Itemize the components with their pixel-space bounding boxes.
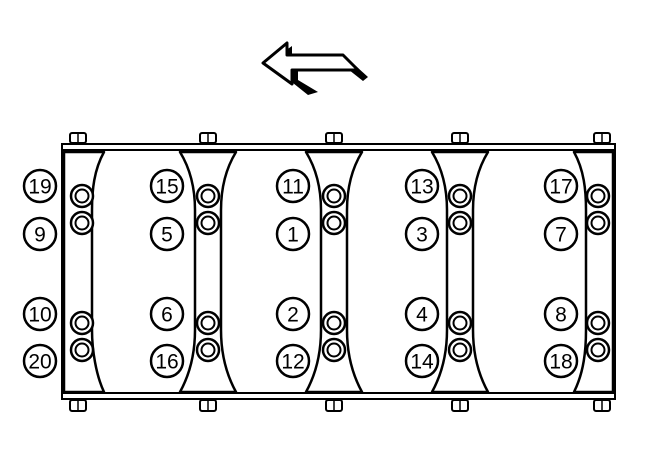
cap-bolt [69, 310, 95, 336]
sequence-number: 17 [549, 176, 572, 199]
cap-bolt [321, 337, 347, 363]
sequence-number: 10 [28, 304, 51, 327]
edge-bolt-top [451, 132, 469, 144]
cap-bolt [69, 183, 95, 209]
cap-bolt [585, 337, 611, 363]
sequence-number: 6 [161, 304, 173, 327]
sequence-marker: 12 [275, 343, 311, 379]
sequence-marker: 15 [149, 168, 185, 204]
cap-bolt [321, 210, 347, 236]
edge-bolt-bottom [325, 399, 343, 412]
edge-bolt-top [199, 132, 217, 144]
cap-bolt [321, 183, 347, 209]
edge-bolt-bottom [451, 399, 469, 412]
sequence-marker: 1 [275, 216, 311, 252]
cap-bolt [585, 310, 611, 336]
sequence-number: 1 [287, 224, 299, 247]
sequence-number: 2 [287, 304, 299, 327]
sequence-number: 5 [161, 224, 173, 247]
sequence-marker: 7 [543, 216, 579, 252]
sequence-number: 20 [28, 351, 51, 374]
sequence-number: 12 [281, 351, 304, 374]
sequence-number: 3 [416, 224, 428, 247]
direction-arrow-icon [261, 41, 368, 95]
bearing-cap [178, 150, 238, 394]
cap-bolt [585, 183, 611, 209]
cap-bolt [195, 210, 221, 236]
edge-bolts-top [69, 132, 611, 144]
sequence-marker: 10 [22, 296, 58, 332]
cap-bolt [195, 337, 221, 363]
sequence-number: 16 [155, 351, 178, 374]
edge-bolts-bottom [69, 399, 611, 412]
sequence-number: 11 [282, 176, 304, 199]
cap-bolt [585, 210, 611, 236]
cap-bolt [321, 310, 347, 336]
sequence-marker: 6 [149, 296, 185, 332]
cap-bolt [195, 310, 221, 336]
cap-bolt [447, 310, 473, 336]
cap-bolt [447, 210, 473, 236]
bearing-cap [430, 150, 490, 394]
sequence-number: 14 [410, 351, 434, 374]
sequence-marker: 2 [275, 296, 311, 332]
sequence-marker: 3 [404, 216, 440, 252]
sequence-marker: 8 [543, 296, 579, 332]
edge-bolt-bottom [199, 399, 217, 412]
sequence-number: 8 [555, 304, 567, 327]
cap-bolts [69, 183, 611, 363]
sequence-number: 19 [28, 176, 51, 199]
sequence-marker: 20 [22, 343, 58, 379]
cap-bolt [69, 337, 95, 363]
cap-bolt [447, 183, 473, 209]
cap-bolt [69, 210, 95, 236]
sequence-marker: 19 [22, 168, 58, 204]
sequence-number: 13 [410, 176, 433, 199]
sequence-number: 18 [549, 351, 572, 374]
sequence-marker: 5 [149, 216, 185, 252]
sequence-marker: 18 [543, 343, 579, 379]
edge-bolt-top [325, 132, 343, 144]
sequence-marker: 17 [543, 168, 579, 204]
bearing-cap [304, 150, 364, 394]
sequence-marker: 16 [149, 343, 185, 379]
sequence-marker: 13 [404, 168, 440, 204]
edge-bolt-top [69, 132, 87, 144]
sequence-number: 7 [555, 224, 567, 247]
sequence-marker: 4 [404, 296, 440, 332]
cap-bolt [447, 337, 473, 363]
cap-bolt [195, 183, 221, 209]
edge-bolt-bottom [69, 399, 87, 412]
edge-bolt-top [593, 132, 611, 144]
sequence-number: 4 [416, 304, 428, 327]
sequence-marker: 9 [22, 216, 58, 252]
sequence-marker: 11 [275, 168, 311, 204]
edge-bolt-bottom [593, 399, 611, 412]
sequence-number: 9 [34, 224, 46, 247]
sequence-number: 15 [155, 176, 178, 199]
sequence-marker: 14 [404, 343, 440, 379]
